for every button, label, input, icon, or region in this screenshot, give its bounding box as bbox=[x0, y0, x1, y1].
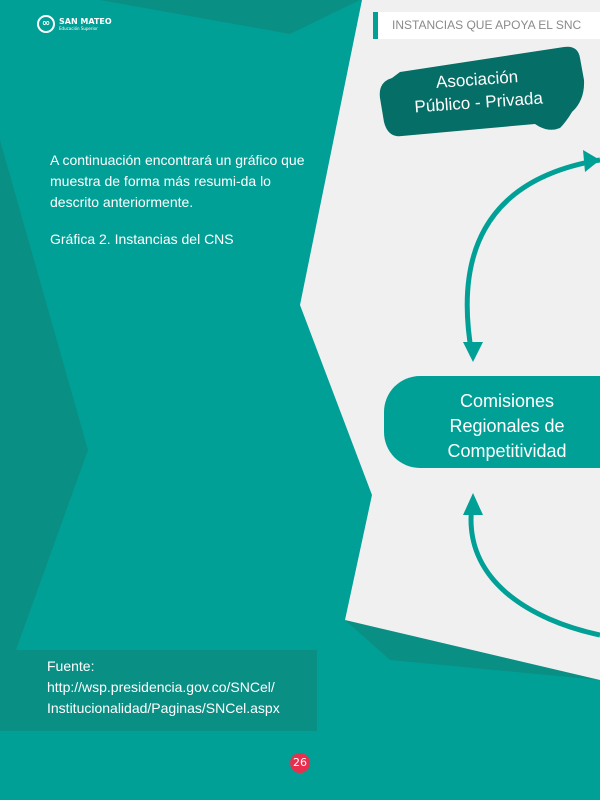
node-comisiones: Comisiones Regionales de Competitividad bbox=[384, 376, 600, 468]
source-url-line2: Institucionalidad/Paginas/SNCel.aspx bbox=[47, 700, 280, 716]
bubble1-shape bbox=[379, 46, 585, 137]
arrow-bottom-connector bbox=[468, 504, 600, 638]
intro-text: A continuación encontrará un gráfico que… bbox=[50, 152, 305, 210]
logo-subtitle: Educación Superior bbox=[59, 25, 98, 31]
arrowhead-top bbox=[583, 150, 600, 172]
node2-line3: Competitividad bbox=[447, 441, 567, 461]
figure-caption: Gráfica 2. Instancias del CNS bbox=[50, 231, 234, 247]
node2-line2: Regionales de bbox=[449, 416, 565, 436]
light-panel bbox=[300, 0, 600, 680]
logo-name: SAN MATEO bbox=[59, 16, 112, 26]
left-dark-shape bbox=[0, 140, 88, 650]
source-url-line1: http://wsp.presidencia.gov.co/SNCel/ bbox=[47, 679, 275, 695]
node2-line1: Comisiones bbox=[459, 391, 555, 411]
node-asociacion: Asociación Público - Privada bbox=[376, 51, 580, 135]
source-label: Fuente: bbox=[47, 658, 95, 674]
page-number: 26 bbox=[290, 753, 310, 773]
source-box: Fuente: http://wsp.presidencia.gov.co/SN… bbox=[0, 650, 317, 731]
arrowhead-down bbox=[463, 342, 483, 362]
arrow-up-connector bbox=[464, 157, 600, 356]
logo: ∞ SAN MATEO Educación Superior bbox=[37, 15, 112, 33]
section-title: INSTANCIAS QUE APOYA EL SNC bbox=[373, 12, 600, 39]
logo-icon: ∞ bbox=[37, 15, 55, 33]
arrowhead-up bbox=[463, 493, 483, 515]
top-dark-shape bbox=[100, 0, 360, 34]
